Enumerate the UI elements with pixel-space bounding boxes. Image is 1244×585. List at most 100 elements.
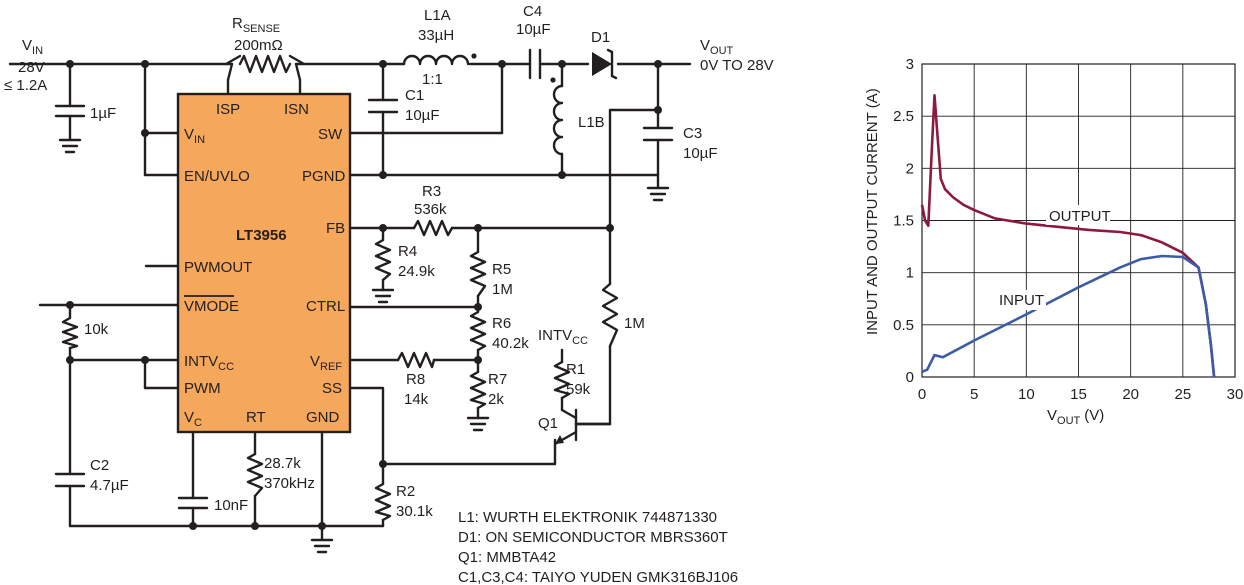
- bom-line-2: D1: ON SEMICONDUCTOR MBRS360T: [458, 529, 728, 546]
- r8-value: 14k: [404, 391, 429, 408]
- series-label-input: INPUT: [999, 292, 1044, 309]
- pin-pwmout: PWMOUT: [184, 259, 252, 276]
- pin-vref: VREF: [310, 353, 342, 373]
- pin-intvcc: INTVCC: [184, 353, 234, 373]
- rfb-resistor: [601, 282, 619, 348]
- x-axis-label: VOUT(V): [1047, 407, 1104, 427]
- ground-r7: [466, 416, 490, 432]
- x-tick-label: 15: [1070, 386, 1087, 403]
- r5-resistor: [469, 250, 487, 298]
- junctions: [66, 60, 662, 530]
- vout-range: 0V TO 28V: [700, 57, 774, 74]
- pin-vmode: VMODE: [184, 298, 239, 315]
- rsense-label: RSENSE: [232, 15, 280, 35]
- x-tick-label: 30: [1227, 386, 1244, 403]
- cin-capacitor: [54, 104, 86, 118]
- chart-series: [920, 94, 1216, 378]
- current-vs-vout-chart: 0 5 10 15 20 25 30 0 0.5 1 1.5 2 2.5 3 OUTPUT INPUT …: [864, 56, 1243, 427]
- l1a-dot: [471, 53, 477, 59]
- r1-name: R1: [566, 361, 585, 378]
- bom-line-1: L1: WURTH ELEKTRONIK 744871330: [458, 509, 717, 526]
- x-tick-label: 0: [918, 386, 926, 403]
- vout-label: VOUT: [700, 37, 734, 57]
- r5-value: 1M: [492, 281, 513, 298]
- ic-name: LT3956: [236, 227, 287, 244]
- bom-line-4: C1,C3,C4: TAIYO YUDEN GMK316BJ106: [458, 569, 738, 585]
- y-tick-label: 3: [906, 56, 914, 73]
- intvcc-label: INTVCC: [538, 327, 588, 347]
- series-line-input: [921, 254, 1216, 378]
- y-tick-label: 2.5: [893, 108, 914, 125]
- q1-name: Q1: [538, 415, 558, 432]
- l1b-name: L1B: [578, 114, 605, 131]
- c1-capacitor: [367, 98, 399, 114]
- ground-cin: [58, 138, 82, 154]
- r3-value: 536k: [414, 201, 447, 218]
- y-tick-label: 0.5: [893, 317, 914, 334]
- lt3956-chip: [176, 92, 352, 434]
- pin-gnd: GND: [306, 409, 340, 426]
- pin-pgnd: PGND: [302, 168, 346, 185]
- r1-resistor: [553, 360, 571, 400]
- q1-transistor: [553, 408, 612, 446]
- chart-x-ticks: 0 5 10 15 20 25 30: [918, 386, 1244, 403]
- c10n-capacitor: [177, 496, 209, 510]
- r8-name: R8: [406, 371, 425, 388]
- r8-resistor: [396, 351, 436, 369]
- wires: [8, 54, 692, 542]
- r7-resistor: [469, 370, 487, 410]
- c3-capacitor: [642, 126, 674, 142]
- c4-name: C4: [523, 3, 542, 20]
- l1a-name: L1A: [424, 7, 451, 24]
- y-tick-label: 2: [906, 160, 914, 177]
- series-label-output: OUTPUT: [1049, 208, 1111, 225]
- r10k-value: 10k: [84, 321, 109, 338]
- pin-rt: RT: [246, 409, 266, 426]
- r3-resistor: [412, 219, 454, 237]
- r7-name: R7: [488, 371, 507, 388]
- y-axis-label: INPUT AND OUTPUT CURRENT (A): [864, 88, 881, 335]
- c4-value: 10µF: [516, 21, 551, 38]
- l1a-ratio: 1:1: [422, 71, 443, 88]
- vin-voltage: 28V: [18, 59, 45, 76]
- x-tick-label: 20: [1122, 386, 1139, 403]
- c2-capacitor: [54, 472, 86, 488]
- pin-isp: ISP: [216, 101, 240, 118]
- c3-value: 10µF: [683, 145, 718, 162]
- l1b-dot: [550, 77, 556, 83]
- pin-fb: FB: [326, 220, 345, 237]
- pin-isn: ISN: [284, 101, 309, 118]
- r7-value: 2k: [488, 391, 504, 408]
- rt-resistor: [246, 452, 264, 498]
- r4-value: 24.9k: [398, 263, 435, 280]
- chart-frame: [921, 63, 1236, 378]
- r3-name: R3: [422, 183, 441, 200]
- pin-vc: VC: [184, 409, 202, 429]
- vin-current: ≤ 1.2A: [4, 77, 47, 94]
- input-label-bg: [996, 290, 1046, 310]
- x-tick-label: 10: [1018, 386, 1035, 403]
- r10k-resistor: [61, 316, 79, 350]
- chart-grid: [921, 63, 1236, 378]
- rfb-value: 1M: [624, 315, 645, 332]
- c1-name: C1: [405, 87, 424, 104]
- y-tick-label: 1: [906, 265, 914, 282]
- rt-value1: 28.7k: [264, 455, 301, 472]
- bom-line-3: Q1: MMBTA42: [458, 549, 556, 566]
- x-tick-label: 25: [1174, 386, 1191, 403]
- pin-ctrl: CTRL: [306, 298, 345, 315]
- rsense-value: 200mΩ: [234, 37, 283, 54]
- r4-name: R4: [398, 243, 417, 260]
- x-tick-label: 5: [970, 386, 978, 403]
- pin-vin: VIN: [184, 126, 205, 146]
- r4-resistor: [374, 238, 392, 282]
- r6-resistor: [469, 310, 487, 352]
- vin-label: VIN: [22, 37, 43, 57]
- d1-diode: [592, 48, 618, 80]
- y-tick-label: 1.5: [893, 213, 914, 230]
- pin-ss: SS: [322, 380, 342, 397]
- ground-c3: [646, 186, 670, 202]
- l1a-inductor: [402, 54, 470, 66]
- y-tick-label: 0: [906, 369, 914, 386]
- series-line-output: [920, 94, 1216, 378]
